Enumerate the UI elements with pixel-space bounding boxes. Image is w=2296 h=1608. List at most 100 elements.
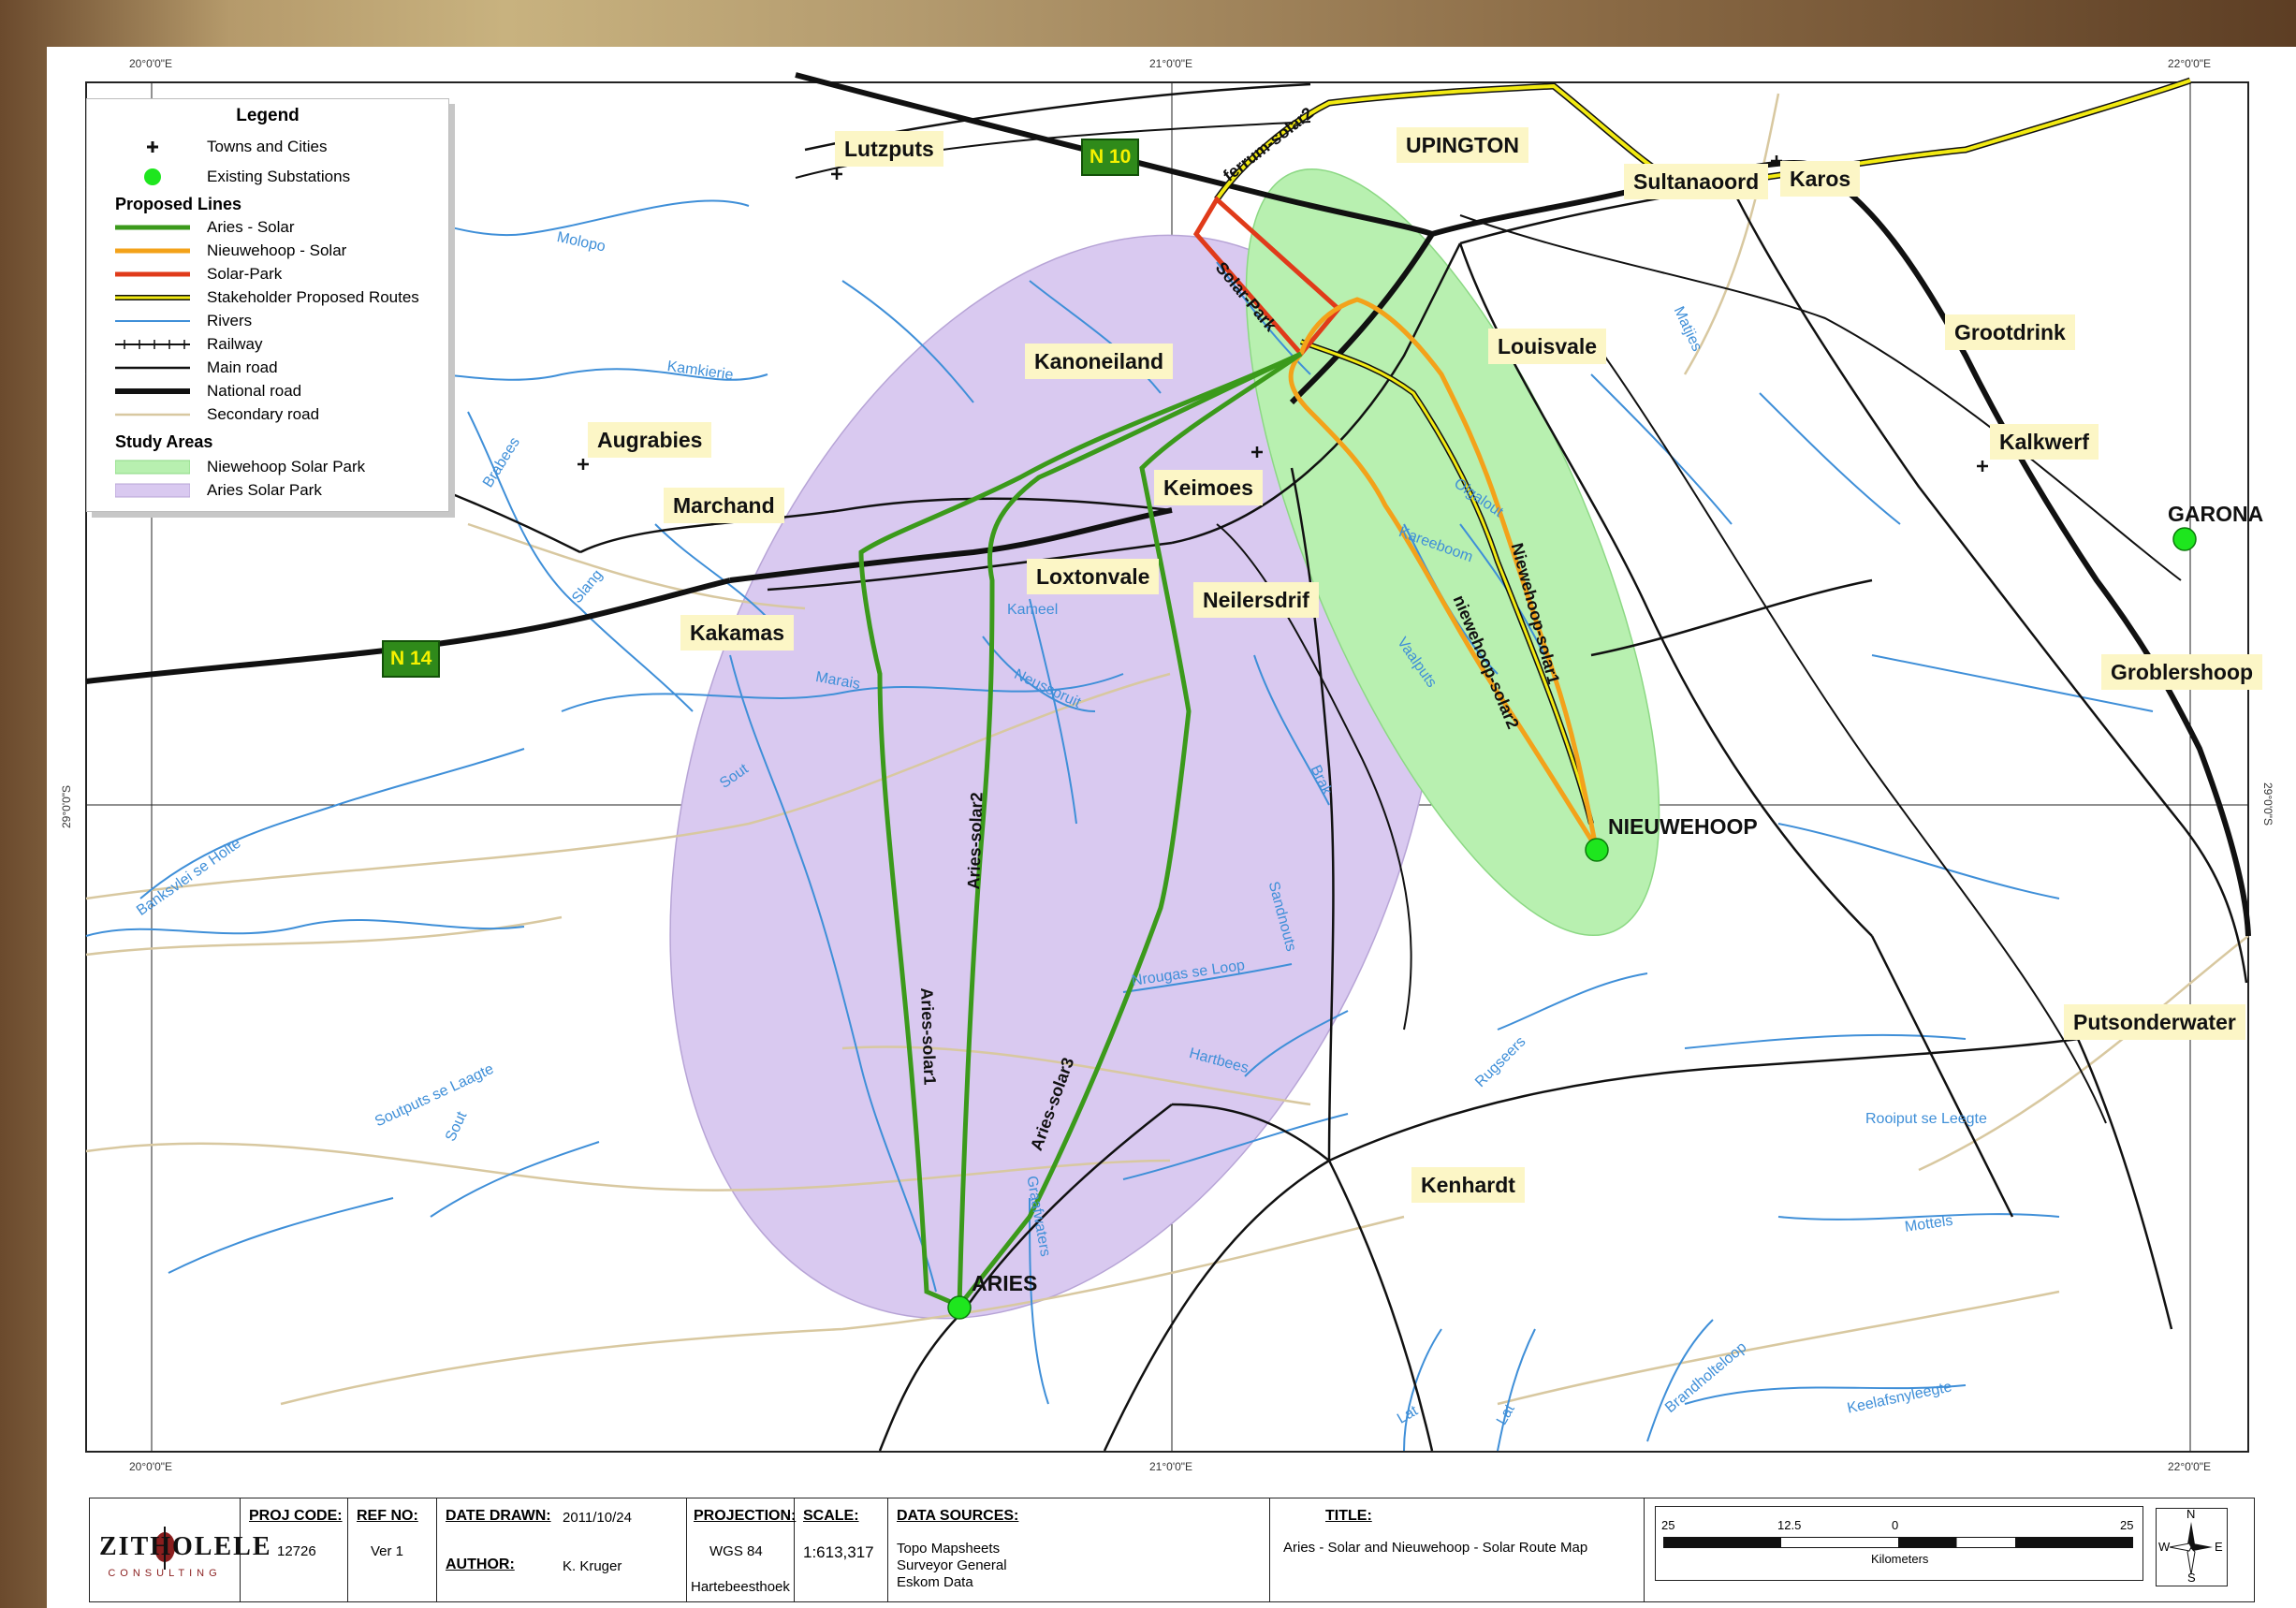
town-label-kalkwerf: Kalkwerf (1990, 424, 2099, 460)
legend-label: Stakeholder Proposed Routes (207, 288, 419, 306)
town-label-upington: UPINGTON (1397, 127, 1528, 163)
aries-area-swatch (115, 483, 190, 498)
substations (947, 527, 2197, 1320)
scalebar-label-12-5: 12.5 (1777, 1518, 1802, 1532)
coord-right-29: 29°0'0"S (2261, 782, 2274, 826)
legend-label: Niewehoop Solar Park (207, 458, 366, 475)
town-label-kenhardt: Kenhardt (1411, 1167, 1525, 1203)
scale-bar (1663, 1537, 2133, 1548)
ref-no-value: Ver 1 (371, 1543, 404, 1559)
town-label-nieuwehoop: NIEUWEHOOP (1608, 814, 1758, 839)
town-label-kanoneiland: Kanoneiland (1025, 344, 1174, 379)
legend-row-substations: Existing Substations (87, 167, 448, 187)
coord-top-22: 22°0'0"E (2168, 57, 2212, 70)
legend-label: Main road (207, 358, 278, 376)
coord-bottom-20: 20°0'0"E (129, 1460, 173, 1473)
town-label-neilersdrif: Neilersdrif (1193, 582, 1319, 618)
railway (795, 121, 2182, 1124)
river-label-rooiput: Rooiput se Leegte (1865, 1111, 1987, 1127)
proj-code-cell: PROJ CODE: 12726 (240, 1498, 348, 1601)
line-label-aries1: Aries-solar1 (917, 987, 940, 1086)
coord-top-21: 21°0'0"E (1149, 57, 1193, 70)
scale-cell: SCALE: 1:613,317 (794, 1498, 888, 1601)
coord-top-20: 20°0'0"E (129, 57, 173, 70)
legend-group-study: Study Areas (115, 432, 213, 451)
logo-text: ZITHOLELE (99, 1532, 272, 1561)
legend-row-secondary-road: Secondary road (87, 404, 448, 425)
scale-bar-box: 25 12.5 0 25 Kilometers (1655, 1506, 2143, 1581)
national-road-line-icon (115, 388, 190, 394)
scalebar-label-25-left: 25 (1661, 1518, 1675, 1532)
stakeholder-routes (1214, 77, 2192, 825)
town-cross-icon (147, 141, 158, 153)
map-title: Aries - Solar and Nieuwehoop - Solar Rou… (1283, 1540, 1588, 1556)
legend-title: Legend (236, 106, 300, 125)
scale-value: 1:613,317 (803, 1543, 874, 1561)
data-source-3: Eskom Data (897, 1574, 973, 1590)
substation-nieuwehoop (1585, 838, 1609, 862)
date-drawn-value: 2011/10/24 (563, 1510, 632, 1526)
town-label-garona: GARONA (2168, 502, 2264, 526)
town-label-keimoes: Keimoes (1154, 470, 1263, 505)
legend-row-stakeholder: Stakeholder Proposed Routes (87, 287, 448, 308)
legend-row-niewehoop-area: Niewehoop Solar Park (87, 457, 448, 477)
proj-code-heading: PROJ CODE: (249, 1508, 343, 1524)
coord-bottom-22: 22°0'0"E (2168, 1460, 2212, 1473)
title-cell: TITLE: Aries - Solar and Nieuwehoop - So… (1269, 1498, 1645, 1601)
zitholele-logo (154, 1527, 175, 1570)
legend-label: Aries Solar Park (207, 481, 322, 499)
west-label: W (2158, 1540, 2171, 1554)
logo-subtext: CONSULTING (108, 1568, 222, 1579)
town-label-aries: ARIES (972, 1271, 1038, 1295)
east-label: E (2215, 1540, 2223, 1554)
scale-bar-cell: 25 12.5 0 25 Kilometers (1644, 1498, 2144, 1601)
river-label-kameel: Kameel (1007, 602, 1059, 618)
legend-label: Secondary road (207, 405, 320, 423)
town-label-louisvale: Louisvale (1488, 329, 1607, 364)
coord-left-29: 29°0'0"S (60, 784, 73, 828)
date-author-cell: DATE DRAWN: 2011/10/24 AUTHOR: K. Kruger (436, 1498, 687, 1601)
town-label-loxtonvale: Loxtonvale (1027, 559, 1160, 594)
line-label-aries2: Aries-solar2 (964, 792, 987, 890)
river-line-icon (115, 320, 190, 322)
aries-line-icon (115, 225, 190, 230)
legend-label: Rivers (207, 312, 253, 329)
data-source-2: Surveyor General (897, 1557, 1007, 1573)
legend-row-solar-park: Solar-Park (87, 264, 448, 285)
town-label-grootdrink: Grootdrink (1945, 314, 2075, 350)
projection-heading: PROJECTION: (694, 1508, 797, 1524)
coord-bottom-21: 21°0'0"E (1149, 1460, 1193, 1473)
legend-label: Existing Substations (207, 168, 351, 185)
legend-row-aries-area: Aries Solar Park (87, 480, 448, 501)
legend-label: Railway (207, 335, 263, 353)
data-sources-cell: DATA SOURCES: Topo Mapsheets Surveyor Ge… (887, 1498, 1270, 1601)
scalebar-label-0: 0 (1892, 1518, 1899, 1532)
town-label-groblershoop: Groblershoop (2101, 654, 2263, 690)
town-label-kakamas: Kakamas (680, 615, 795, 651)
legend-label: National road (207, 382, 302, 400)
proj-code-value: 12726 (277, 1543, 316, 1559)
town-label-karos: Karos (1780, 161, 1861, 197)
legend-row-rivers: Rivers (87, 311, 448, 331)
ref-no-heading: REF NO: (357, 1508, 418, 1524)
substation-aries (947, 1295, 972, 1320)
north-arrow-icon (2169, 1522, 2213, 1575)
aries-solar-lines (858, 351, 1303, 1308)
legend-row-aries: Aries - Solar (87, 217, 448, 238)
projection-value: WGS 84 (709, 1543, 763, 1559)
north-arrow-cell: N S W E (2146, 1498, 2252, 1601)
legend-group-proposed: Proposed Lines (115, 195, 242, 213)
town-label-putsonderwater: Putsonderwater (2064, 1004, 2245, 1040)
north-label: N (2186, 1507, 2196, 1521)
national-roads (85, 72, 2251, 937)
logo-cell: ZITHOLELE CONSULTING (90, 1498, 272, 1601)
stakeholder-line-icon (115, 295, 190, 300)
date-drawn-heading: DATE DRAWN: (446, 1508, 551, 1524)
data-source-1: Topo Mapsheets (897, 1541, 1001, 1557)
main-road-line-icon (115, 366, 190, 370)
ref-no-cell: REF NO: Ver 1 (347, 1498, 437, 1601)
n14-road-shield: N 14 (382, 640, 441, 678)
niewehoop-area-swatch (115, 460, 190, 475)
legend-row-nieuwehoop: Nieuwehoop - Solar (87, 241, 448, 261)
n10-road-shield: N 10 (1081, 139, 1140, 176)
